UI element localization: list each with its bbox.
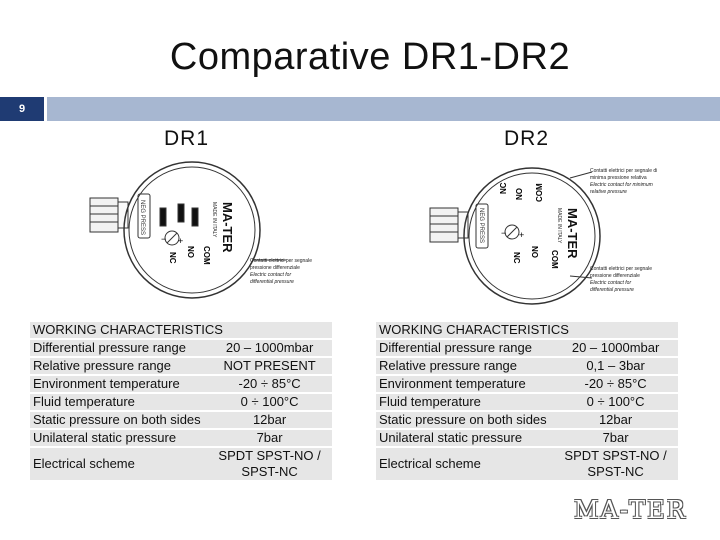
slide-number: 9 (0, 97, 44, 121)
dr2-terminal-com-top: COM (535, 183, 544, 202)
dr1-heading: DR1 (164, 127, 210, 150)
row-value: -20 ÷ 85°C (207, 376, 332, 392)
dr2-neg-press-label: NEG PRESS (478, 208, 484, 243)
row-value: SPDT SPST-NO / SPST-NC (207, 448, 332, 480)
dr1-minus-sign: − (161, 234, 166, 244)
dr1-device-diagram: NEG PRESS MA-TER MADE IN ITALY NC NO COM… (89, 161, 312, 299)
row-label: Unilateral static pressure (376, 430, 554, 446)
row-value: 0 ÷ 100°C (207, 394, 332, 410)
dr2-annotation-bottom-line-2: pressione differenziale (590, 273, 640, 279)
row-value: 12bar (207, 412, 332, 428)
dr2-device-diagram: NEG PRESS MA-TER MADE IN ITALY NC NO COM… (429, 167, 657, 305)
row-value: 7bar (553, 430, 678, 446)
row-label: Static pressure on both sides (376, 412, 554, 428)
table-row: Fluid temperature 0 ÷ 100°C (376, 394, 678, 410)
table-header: WORKING CHARACTERISTICS (30, 322, 332, 338)
row-value: 20 – 1000mbar (207, 340, 332, 356)
row-label: Electrical scheme (376, 448, 554, 480)
dr1-brand-label: MA-TER (220, 202, 235, 253)
table-header-row: WORKING CHARACTERISTICS (30, 322, 332, 338)
dr2-annotation-top-line-3: Electric contact for minimum (590, 182, 653, 188)
dr1-characteristics-table: WORKING CHARACTERISTICS Differential pre… (30, 320, 332, 482)
table-row: Static pressure on both sides 12bar (376, 412, 678, 428)
row-value: SPDT SPST-NO / SPST-NC (553, 448, 678, 480)
dr1-terminal-nc: NC (168, 252, 177, 264)
row-label: Static pressure on both sides (30, 412, 208, 428)
dr2-made-in-label: MADE IN ITALY (556, 208, 562, 244)
dr2-brand-label: MA-TER (565, 208, 580, 259)
dr2-annotation-bottom-line-3: Electric contact for (590, 280, 631, 286)
row-label: Electrical scheme (30, 448, 208, 480)
table-row: Electrical scheme SPDT SPST-NO / SPST-NC (30, 448, 332, 480)
dr1-made-in-label: MADE IN ITALY (211, 202, 217, 238)
dr1-annotation-line-4: differential pressure (250, 279, 294, 285)
row-value: 0,1 – 3bar (553, 358, 678, 374)
dr2-annotation-bottom-line-4: differential pressure (590, 287, 634, 293)
table-row: Fluid temperature 0 ÷ 100°C (30, 394, 332, 410)
dr2-annotation-top-line-1: Contatti elettrici per segnale di (590, 168, 657, 174)
row-value: NOT PRESENT (207, 358, 332, 374)
table-row: Static pressure on both sides 12bar (30, 412, 332, 428)
dr2-terminal-nc-top: NC (499, 182, 508, 194)
dr2-characteristics-table: WORKING CHARACTERISTICS Differential pre… (376, 320, 678, 482)
dr2-terminal-no: NO (530, 246, 539, 258)
table-row: Relative pressure range 0,1 – 3bar (376, 358, 678, 374)
row-label: Differential pressure range (30, 340, 208, 356)
row-value: 7bar (207, 430, 332, 446)
table-header: WORKING CHARACTERISTICS (376, 322, 678, 338)
dr2-terminal-nc: NC (512, 252, 521, 264)
table-row: Differential pressure range 20 – 1000mba… (376, 340, 678, 356)
row-label: Fluid temperature (30, 394, 208, 410)
row-label: Differential pressure range (376, 340, 554, 356)
dr1-terminal-com: COM (202, 246, 211, 265)
row-value: -20 ÷ 85°C (553, 376, 678, 392)
row-label: Fluid temperature (376, 394, 554, 410)
dr2-terminal-com: COM (550, 250, 559, 269)
dr1-annotation-line-2: pressione differenziale (250, 265, 300, 271)
row-label: Unilateral static pressure (30, 430, 208, 446)
dr2-plus-sign: + (519, 230, 524, 240)
row-label: Relative pressure range (376, 358, 554, 374)
row-value: 20 – 1000mbar (553, 340, 678, 356)
row-value: 0 ÷ 100°C (553, 394, 678, 410)
dr1-annotation-line-3: Electric contact for (250, 272, 291, 278)
table-row: Environment temperature -20 ÷ 85°C (376, 376, 678, 392)
dr2-annotation-bottom-line-1: Contatti elettrici per segnale (590, 266, 652, 272)
slide-title: Comparative DR1-DR2 (169, 36, 571, 78)
dr2-terminal-no-top: NO (515, 188, 524, 200)
row-value: 12bar (553, 412, 678, 428)
mater-logo: MA-TER (574, 496, 687, 524)
table-row: Relative pressure range NOT PRESENT (30, 358, 332, 374)
table-row: Environment temperature -20 ÷ 85°C (30, 376, 332, 392)
header-bar (47, 97, 720, 121)
dr2-annotation-top-line-4: relative pressure (590, 189, 627, 195)
dr2-annotation-top-line-2: minima pressione relativa (590, 175, 647, 181)
dr1-annotation-line-1: Contatti elettrici per segnale (250, 258, 312, 264)
dr2-heading: DR2 (504, 127, 550, 150)
table-row: Unilateral static pressure 7bar (30, 430, 332, 446)
row-label: Environment temperature (376, 376, 554, 392)
dr1-terminal-no: NO (186, 246, 195, 258)
dr1-neg-press-label: NEG PRESS (139, 200, 145, 235)
table-header-row: WORKING CHARACTERISTICS (376, 322, 678, 338)
dr2-minus-sign: − (501, 228, 506, 238)
table-row: Electrical scheme SPDT SPST-NO / SPST-NC (376, 448, 678, 480)
table-row: Unilateral static pressure 7bar (376, 430, 678, 446)
row-label: Environment temperature (30, 376, 208, 392)
row-label: Relative pressure range (30, 358, 208, 374)
table-row: Differential pressure range 20 – 1000mba… (30, 340, 332, 356)
dr1-plus-sign: + (178, 236, 183, 246)
